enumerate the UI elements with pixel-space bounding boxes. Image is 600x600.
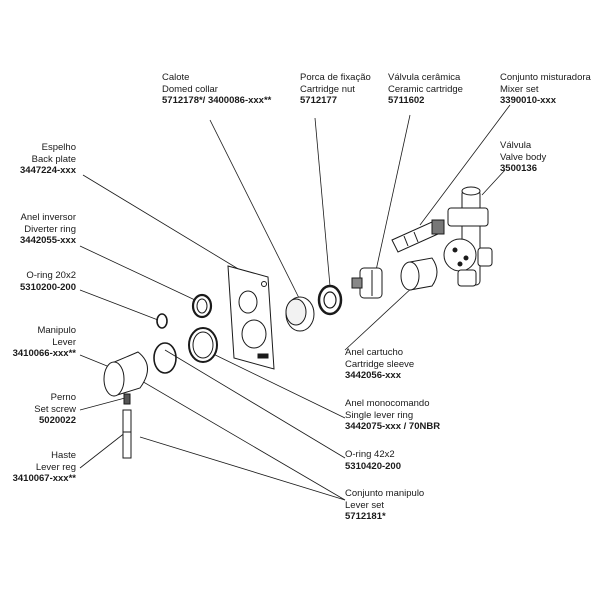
part-code: 3442075-xxx / 70NBR [345, 421, 441, 432]
single-lever-ring-part [188, 327, 218, 363]
label-en: Cartridge nut [300, 83, 355, 95]
label-pt: O-ring 20x2 [26, 270, 76, 281]
ceramic-cartridge-part [351, 267, 383, 299]
leader-anel-monocomando [204, 349, 346, 419]
label-lever: Manipulo Lever 3410066-xxx** [13, 325, 76, 360]
lever-rod-part [122, 409, 132, 459]
label-pt: Anel inversor [20, 212, 76, 223]
leader-conjunto-manipulo-2 [139, 436, 346, 501]
part-code: 3390010-xxx [500, 95, 556, 106]
valve-body-part [443, 186, 493, 287]
label-pt: Anel cartucho [345, 347, 404, 358]
label-oring-42x2: O-ring 42x2 5310420-200 [345, 449, 401, 472]
leader-anel-inversor [79, 245, 196, 301]
label-oring-20x2: O-ring 20x2 5310200-200 [20, 270, 76, 293]
label-en: Back plate [31, 153, 76, 165]
domed-collar-part [285, 296, 315, 332]
label-en: Domed collar [162, 83, 218, 95]
leader-conjunto-manipulo [139, 379, 346, 501]
label-pt: Conjunto manipulo [345, 488, 425, 499]
leader-valvula-ceramica [374, 114, 411, 276]
leader-conjunto-misturadora [419, 104, 511, 226]
leader-haste [79, 431, 127, 469]
leader-espelho [82, 174, 241, 271]
label-pt: Manipulo [37, 325, 76, 336]
leader-oring20 [79, 289, 159, 321]
label-cartridge-nut: Porca de fixação Cartridge nut 5712177 [300, 72, 371, 107]
part-code: 3410067-xxx** [12, 473, 76, 484]
leader-manipulo [79, 354, 113, 369]
label-pt: Porca de fixação [300, 72, 371, 83]
label-en: Cartridge sleeve [345, 358, 415, 370]
part-code: 3500136 [500, 163, 537, 174]
mixer-cartridge-part [391, 219, 445, 253]
label-en: Diverter ring [24, 223, 76, 235]
part-code: 3447224-xxx [20, 165, 76, 176]
part-code: 3442056-xxx [345, 370, 401, 381]
label-pt: O-ring 42x2 [345, 449, 395, 460]
label-ceramic-cartridge: Válvula cerâmica Ceramic cartridge 57116… [388, 72, 463, 107]
part-code: 5712177 [300, 95, 337, 106]
label-pt: Válvula [500, 140, 532, 151]
part-code: 5712178*/ 3400086-xxx** [162, 95, 272, 106]
part-code: 3410066-xxx** [12, 348, 76, 359]
cartridge-nut-part [317, 284, 343, 316]
label-en: Lever [52, 336, 76, 348]
label-lever-set: Conjunto manipulo Lever set 5712181* [345, 488, 424, 523]
part-code: 5712181* [345, 511, 386, 522]
part-code: 5711602 [388, 95, 425, 106]
label-pt: Haste [51, 450, 76, 461]
oring-42x2-part [153, 342, 177, 374]
label-pt: Anel monocomando [345, 398, 430, 409]
part-code: 5310420-200 [345, 460, 401, 472]
label-en: Valve body [500, 151, 547, 163]
label-en: Ceramic cartridge [388, 83, 463, 95]
oring-20x2-part [156, 313, 168, 329]
leader-perno [79, 397, 126, 411]
leader-oring42 [164, 349, 346, 459]
leader-porca [314, 117, 331, 287]
leader-valvula [481, 169, 506, 196]
set-screw-part [123, 393, 131, 405]
diverter-ring-part [191, 293, 213, 319]
part-code: 3442055-xxx [20, 235, 76, 246]
label-single-lever-ring: Anel monocomando Single lever ring 34420… [345, 398, 440, 433]
label-en: Lever set [345, 499, 385, 511]
label-en: Single lever ring [345, 409, 414, 421]
label-en: Lever reg [35, 461, 76, 473]
leader-calote [209, 119, 301, 301]
leader-anel-cartucho [344, 284, 416, 351]
label-cartridge-sleeve: Anel cartucho Cartridge sleeve 3442056-x… [345, 347, 414, 382]
label-pt: Perno [50, 392, 76, 403]
label-mixer-set: Conjunto misturadora Mixer set 3390010-x… [500, 72, 591, 107]
label-valve-body: Válvula Valve body 3500136 [500, 140, 546, 175]
part-code: 5310200-200 [20, 281, 76, 293]
label-lever-rod: Haste Lever reg 3410067-xxx** [13, 450, 76, 485]
label-back-plate: Espelho Back plate 3447224-xxx [20, 142, 76, 177]
label-en: Mixer set [500, 83, 539, 95]
back-plate-part [227, 265, 275, 370]
lever-part [103, 351, 148, 397]
label-pt: Conjunto misturadora [500, 72, 591, 83]
label-domed-collar: Calote Domed collar 5712178*/ 3400086-xx… [162, 72, 271, 107]
cartridge-sleeve-part [400, 257, 438, 291]
label-en: Set screw [34, 403, 76, 415]
label-pt: Calote [162, 72, 190, 83]
label-pt: Espelho [41, 142, 76, 153]
label-pt: Válvula cerâmica [388, 72, 461, 83]
label-diverter-ring: Anel inversor Diverter ring 3442055-xxx [20, 212, 76, 247]
label-set-screw: Perno Set screw 5020022 [34, 392, 76, 427]
part-code: 5020022 [39, 415, 76, 426]
